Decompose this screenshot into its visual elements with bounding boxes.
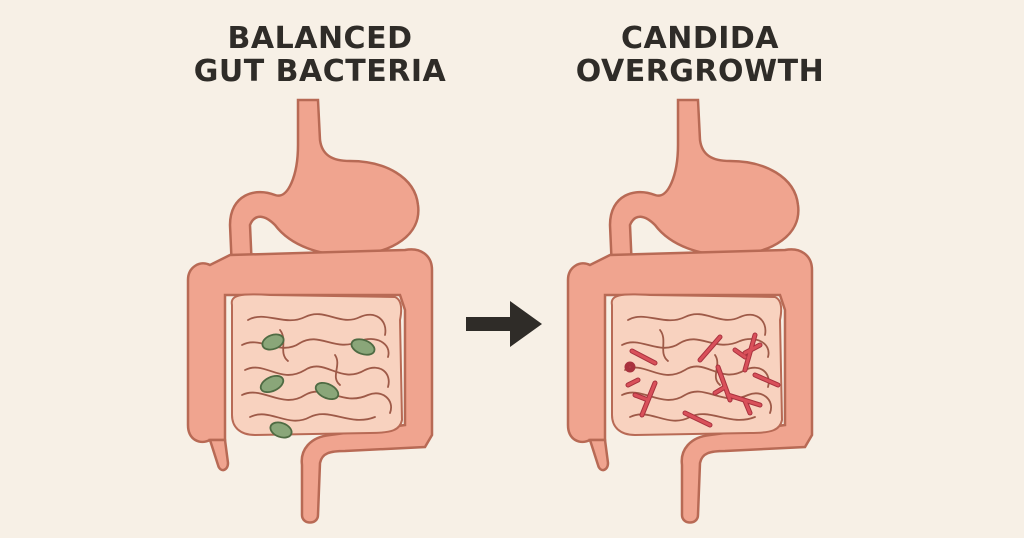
candida-title-line1: CANDIDA xyxy=(620,21,780,56)
candida-title-line2: OVERGROWTH xyxy=(575,54,825,89)
bacteria-group xyxy=(259,333,376,439)
bacteria-icon xyxy=(259,374,285,394)
bacteria-icon xyxy=(269,421,293,439)
stomach-icon xyxy=(608,98,800,272)
candida-overgrowth-title: CANDIDA OVERGROWTH xyxy=(565,22,835,88)
bacteria-icon xyxy=(350,338,376,356)
right-arrow-icon xyxy=(466,301,542,347)
large-intestine-icon xyxy=(186,248,434,524)
small-intestine-icon xyxy=(230,293,404,437)
large-intestine-icon xyxy=(566,248,814,524)
bacteria-icon xyxy=(261,333,285,351)
balanced-gut-title-line1: BALANCED xyxy=(227,21,413,56)
balanced-gut-illustration xyxy=(186,98,434,524)
balanced-gut-title-line2: GUT BACTERIA xyxy=(193,54,447,89)
bacteria-icon xyxy=(314,381,340,401)
balanced-gut-title: BALANCED GUT BACTERIA xyxy=(190,22,450,88)
candida-gut-illustration xyxy=(566,98,814,524)
small-intestine-icon xyxy=(610,293,784,437)
stomach-icon xyxy=(228,98,420,272)
